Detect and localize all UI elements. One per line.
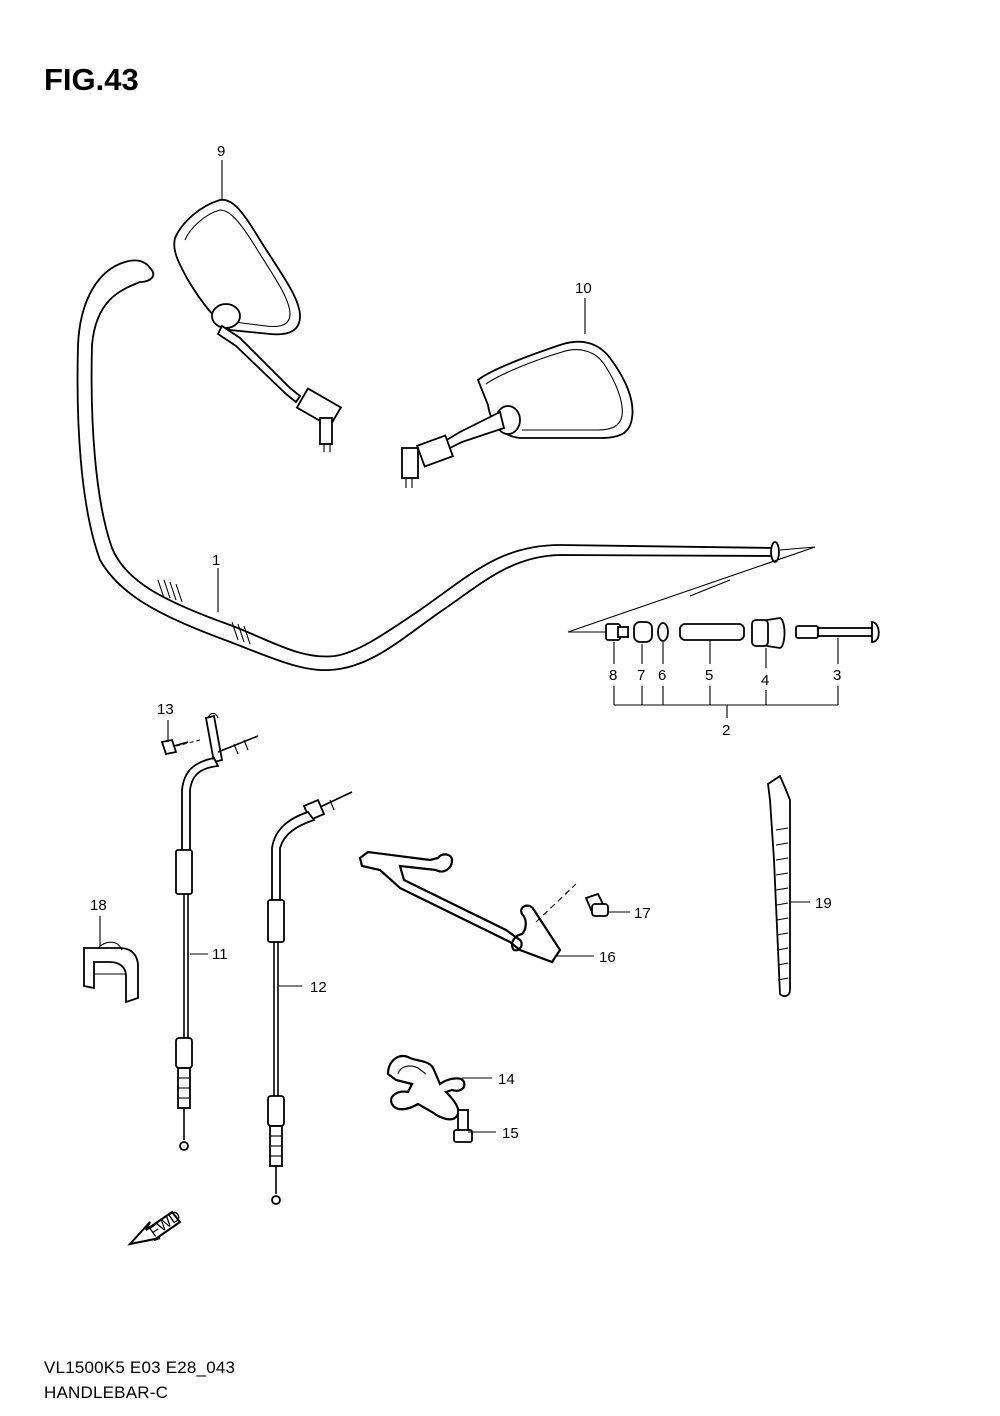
callout-19: 19: [815, 895, 832, 912]
clip-bolt[interactable]: [453, 1109, 473, 1143]
throttle-cable[interactable]: [267, 791, 353, 1205]
callout-5: 5: [705, 667, 713, 684]
model-code: VL1500K5 E03 E28_043: [44, 1358, 236, 1377]
callout-13: 13: [157, 701, 174, 718]
cable-tie[interactable]: [767, 774, 791, 997]
handlebar[interactable]: [76, 259, 780, 671]
callout-12: 12: [310, 979, 327, 996]
mirror-right[interactable]: [401, 340, 634, 488]
wire-clip[interactable]: [386, 1054, 466, 1121]
clutch-cable[interactable]: [175, 712, 259, 1151]
callout-6: 6: [658, 667, 666, 684]
callout-14: 14: [498, 1071, 515, 1088]
wire-bracket[interactable]: [358, 850, 562, 964]
callout-1: 1: [212, 552, 220, 569]
callout-10: 10: [575, 280, 592, 297]
callout-3: 3: [833, 667, 841, 684]
callout-9: 9: [217, 143, 225, 160]
callout-4: 4: [761, 672, 769, 689]
mirror-left[interactable]: [173, 199, 343, 452]
figure-title: FIG.43: [44, 62, 139, 97]
bracket-bolt[interactable]: [584, 892, 609, 917]
clamp-bolt[interactable]: [160, 738, 189, 756]
callout-11: 11: [212, 946, 228, 963]
callout-2: 2: [722, 722, 730, 739]
bar-end-assembly[interactable]: [605, 617, 880, 649]
callout-18: 18: [90, 897, 107, 914]
cable-clip[interactable]: [83, 941, 139, 1004]
callout-17: 17: [634, 905, 651, 922]
callout-8: 8: [609, 667, 617, 684]
forward-arrow-icon: FWD: [127, 1207, 184, 1246]
callout-7: 7: [637, 667, 645, 684]
section-name: HANDLEBAR-C: [44, 1383, 169, 1402]
callout-16: 16: [599, 949, 616, 966]
callout-15: 15: [502, 1125, 519, 1142]
fwd-label: FWD: [146, 1207, 184, 1241]
